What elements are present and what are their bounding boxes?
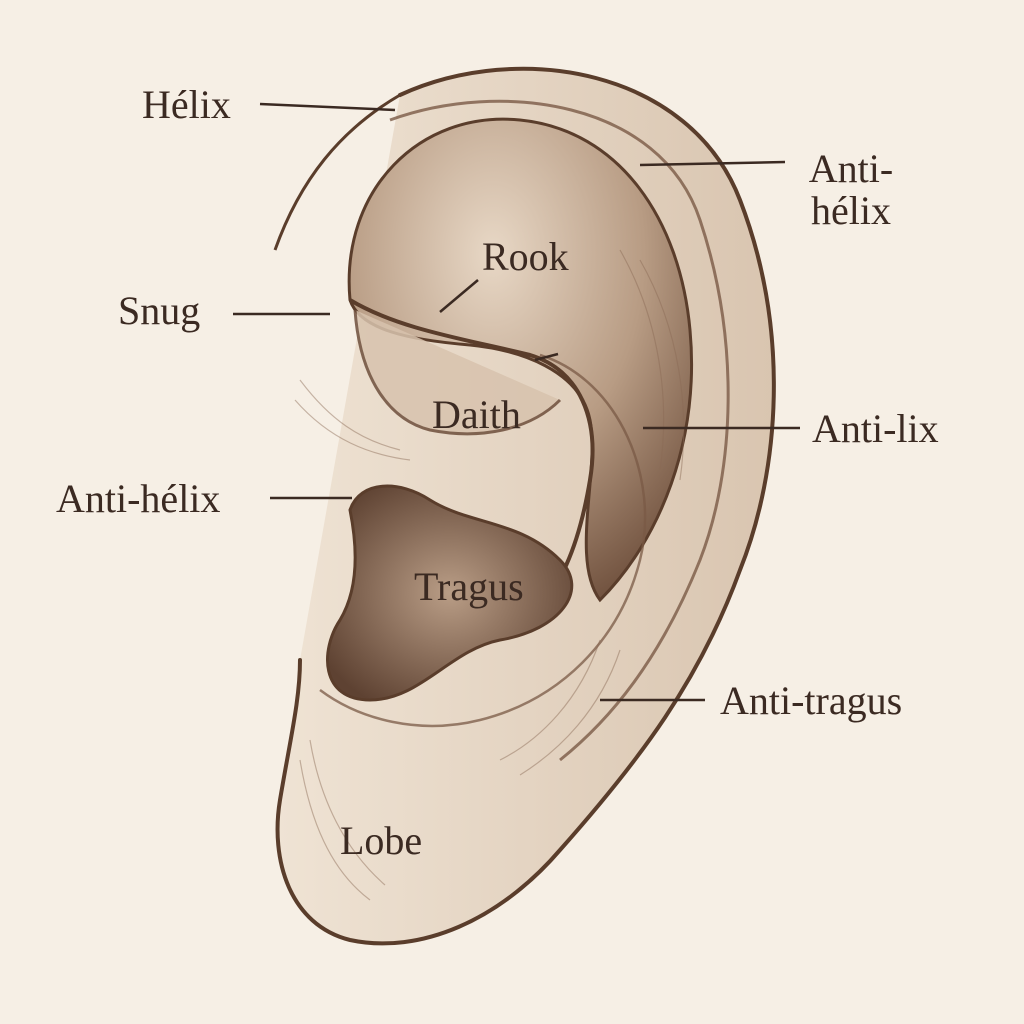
label-antihelix-top-line2: hélix bbox=[811, 188, 891, 233]
label-daith: Daith bbox=[432, 392, 521, 437]
label-antihelix-top-line1: Anti- bbox=[808, 146, 894, 191]
label-helix: Hélix bbox=[142, 82, 231, 127]
leader-daith bbox=[534, 352, 559, 362]
crus-ridge bbox=[348, 298, 595, 622]
label-antilix: Anti-lix bbox=[812, 406, 939, 451]
antihelix-curve bbox=[319, 353, 647, 728]
label-tragus: Tragus bbox=[414, 564, 524, 609]
label-rook: Rook bbox=[482, 234, 569, 279]
leader-antihelix-top bbox=[639, 160, 786, 167]
sketch-hatching bbox=[294, 249, 685, 901]
helix-inner-rim bbox=[389, 99, 730, 762]
leader-helix bbox=[259, 102, 396, 112]
ear-canal bbox=[326, 484, 574, 702]
label-antitragus: Anti-tragus bbox=[720, 678, 903, 723]
label-lobe: Lobe bbox=[340, 818, 423, 863]
label-snug: Snug bbox=[118, 288, 201, 333]
daith-fold bbox=[353, 309, 562, 436]
label-antihelix-left: Anti-hélix bbox=[56, 476, 221, 521]
leader-rook bbox=[439, 279, 479, 313]
label-antihelix-top: Anti- hélix bbox=[796, 148, 906, 232]
leader-lines bbox=[233, 102, 800, 702]
